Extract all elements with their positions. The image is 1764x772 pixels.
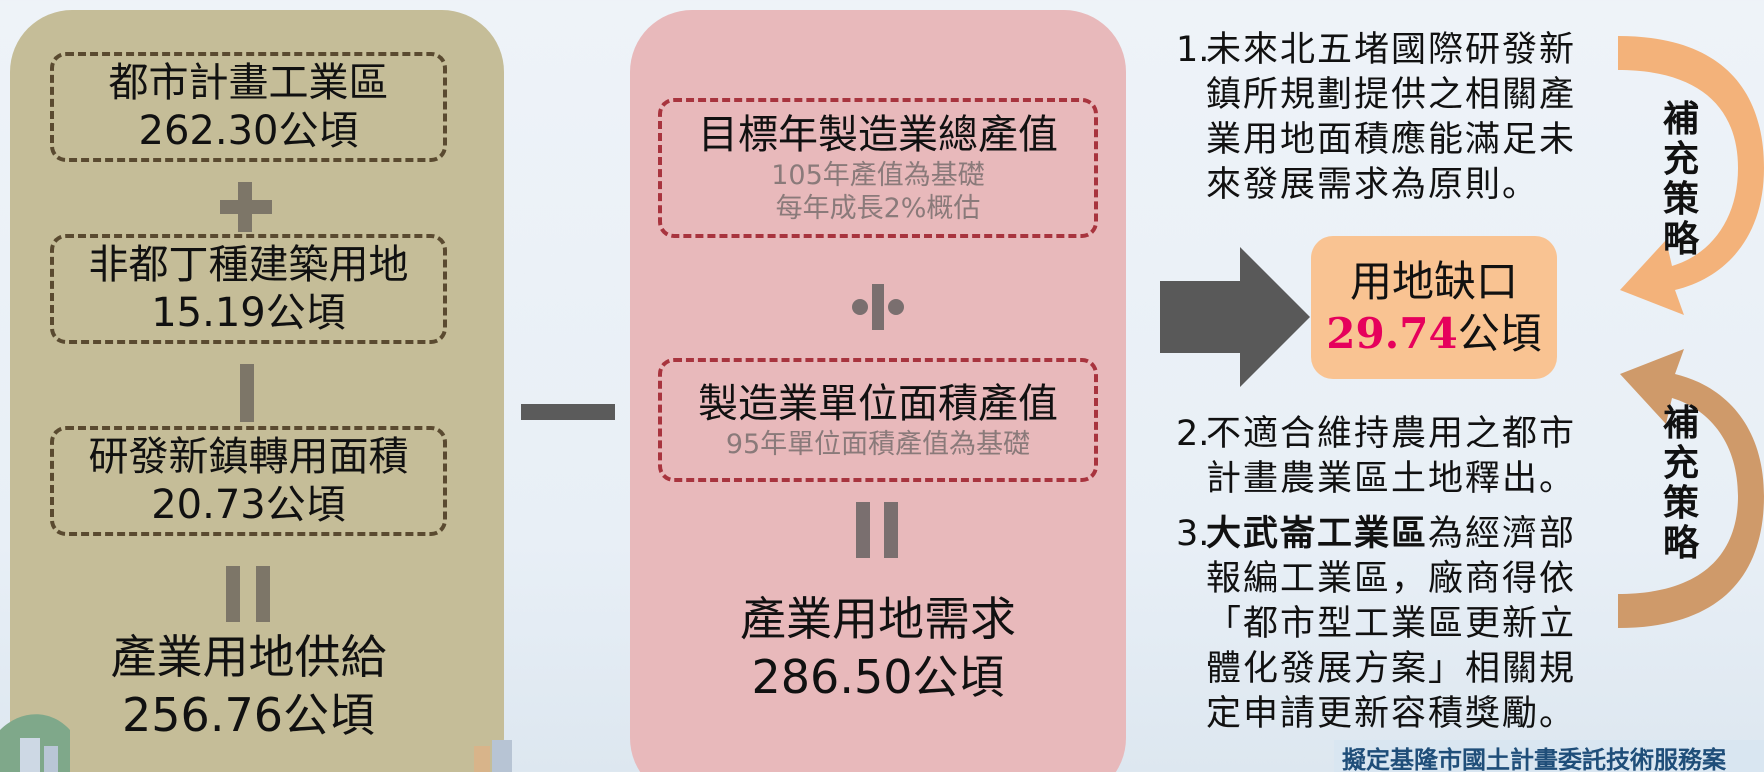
strategy-note-2: 2. 不適合維持農用之都市 計畫農業區土地釋出。 xyxy=(1176,412,1616,502)
demand-item-note: 每年成長2%概估 xyxy=(775,193,981,224)
note-line: 體化發展方案」相關規 xyxy=(1206,649,1577,689)
minus-operator xyxy=(521,404,615,420)
equals-sign-bar-left xyxy=(226,566,240,622)
note-first-line: 大武崙工業區為經濟部 xyxy=(1176,512,1616,557)
land-gap-unit: 公頃 xyxy=(1457,308,1542,358)
note-number: 1. xyxy=(1176,30,1210,70)
supply-result-value: 256.76公頃 xyxy=(122,688,375,742)
result-arrow-icon xyxy=(1160,247,1310,387)
equals-sign-bar-left xyxy=(856,502,870,558)
supply-panel xyxy=(10,10,504,772)
note-line: 業用地面積應能滿足未 xyxy=(1206,120,1577,160)
demand-result: 產業用地需求 286.50公頃 xyxy=(658,590,1098,706)
strategy-label-bottom: 補充策略 xyxy=(1662,403,1699,564)
demand-result-label: 產業用地需求 xyxy=(740,592,1016,646)
supply-result: 產業用地供給 256.76公頃 xyxy=(50,628,447,744)
note-line: 未來北五堵國際研發新 xyxy=(1206,30,1577,70)
note-line-rest: 為經濟部 xyxy=(1428,514,1577,554)
supply-item-urban-industrial: 都市計畫工業區 262.30公頃 xyxy=(50,52,447,162)
note-line: 鎮所規劃提供之相關產 xyxy=(1206,75,1577,115)
demand-item-name: 製造業單位面積產值 xyxy=(698,380,1058,427)
land-gap-box: 用地缺口 29.74公頃 xyxy=(1311,236,1557,379)
land-gap-label: 用地缺口 xyxy=(1349,256,1518,306)
note-number: 3. xyxy=(1176,514,1210,554)
demand-item-total-output: 目標年製造業總產值 105年產值為基礎 每年成長2%概估 xyxy=(658,98,1098,238)
land-gap-amount: 29.74公頃 xyxy=(1311,308,1557,360)
plus-sign-horizontal xyxy=(220,200,272,214)
demand-result-value: 286.50公頃 xyxy=(751,650,1005,704)
equals-sign-bar-right xyxy=(256,566,270,622)
note-line: 定申請更新容積獎勵。 xyxy=(1206,694,1577,734)
supply-item-value: 20.73公頃 xyxy=(151,482,346,528)
supply-item-name: 都市計畫工業區 xyxy=(108,60,389,106)
footer-project-title: 擬定基隆市國土計畫委託技術服務案 xyxy=(1334,740,1764,772)
city-illustration-icon xyxy=(0,714,70,772)
strategy-label-top: 補充策略 xyxy=(1662,99,1699,260)
strategy-note-3: 3. 大武崙工業區為經濟部 報編工業區，廠商得依 「都市型工業區更新立 體化發展… xyxy=(1176,512,1616,737)
equals-sign-bar-right xyxy=(884,502,898,558)
supply-item-name: 非都丁種建築用地 xyxy=(88,242,409,288)
land-gap-value: 29.74 xyxy=(1326,308,1458,358)
note-line: 不適合維持農用之都市 xyxy=(1206,414,1577,454)
note-line: 報編工業區，廠商得依 xyxy=(1206,559,1577,599)
demand-item-name: 目標年製造業總產值 xyxy=(698,112,1058,158)
note-line: 「都市型工業區更新立 xyxy=(1206,604,1577,644)
strategy-note-1: 1. 未來北五堵國際研發新 鎮所規劃提供之相關產 業用地面積應能滿足未 來發展需… xyxy=(1176,28,1616,208)
note-line: 計畫農業區土地釋出。 xyxy=(1206,459,1577,499)
demand-item-unit-output: 製造業單位面積產值 95年單位面積產值為基礎 xyxy=(658,358,1098,482)
divide-icon xyxy=(852,284,904,330)
minus-sign-vertical xyxy=(240,364,254,422)
building-illustration-icon xyxy=(474,740,512,772)
supply-item-non-urban: 非都丁種建築用地 15.19公頃 xyxy=(50,234,447,344)
supply-item-value: 262.30公頃 xyxy=(138,108,359,154)
supply-item-name: 研發新鎮轉用面積 xyxy=(88,434,409,480)
demand-item-note: 105年產值為基礎 xyxy=(771,160,985,191)
supply-item-rd-town: 研發新鎮轉用面積 20.73公頃 xyxy=(50,426,447,536)
supplement-strategy-arrows-icon xyxy=(1618,36,1764,628)
note-line: 來發展需求為原則。 xyxy=(1206,165,1540,205)
note-number: 2. xyxy=(1176,414,1210,454)
supply-result-label: 產業用地供給 xyxy=(110,630,387,684)
supply-item-value: 15.19公頃 xyxy=(151,290,346,336)
demand-panel xyxy=(630,10,1126,772)
note-bold-term: 大武崙工業區 xyxy=(1206,514,1429,554)
demand-item-note: 95年單位面積產值為基礎 xyxy=(725,428,1031,460)
